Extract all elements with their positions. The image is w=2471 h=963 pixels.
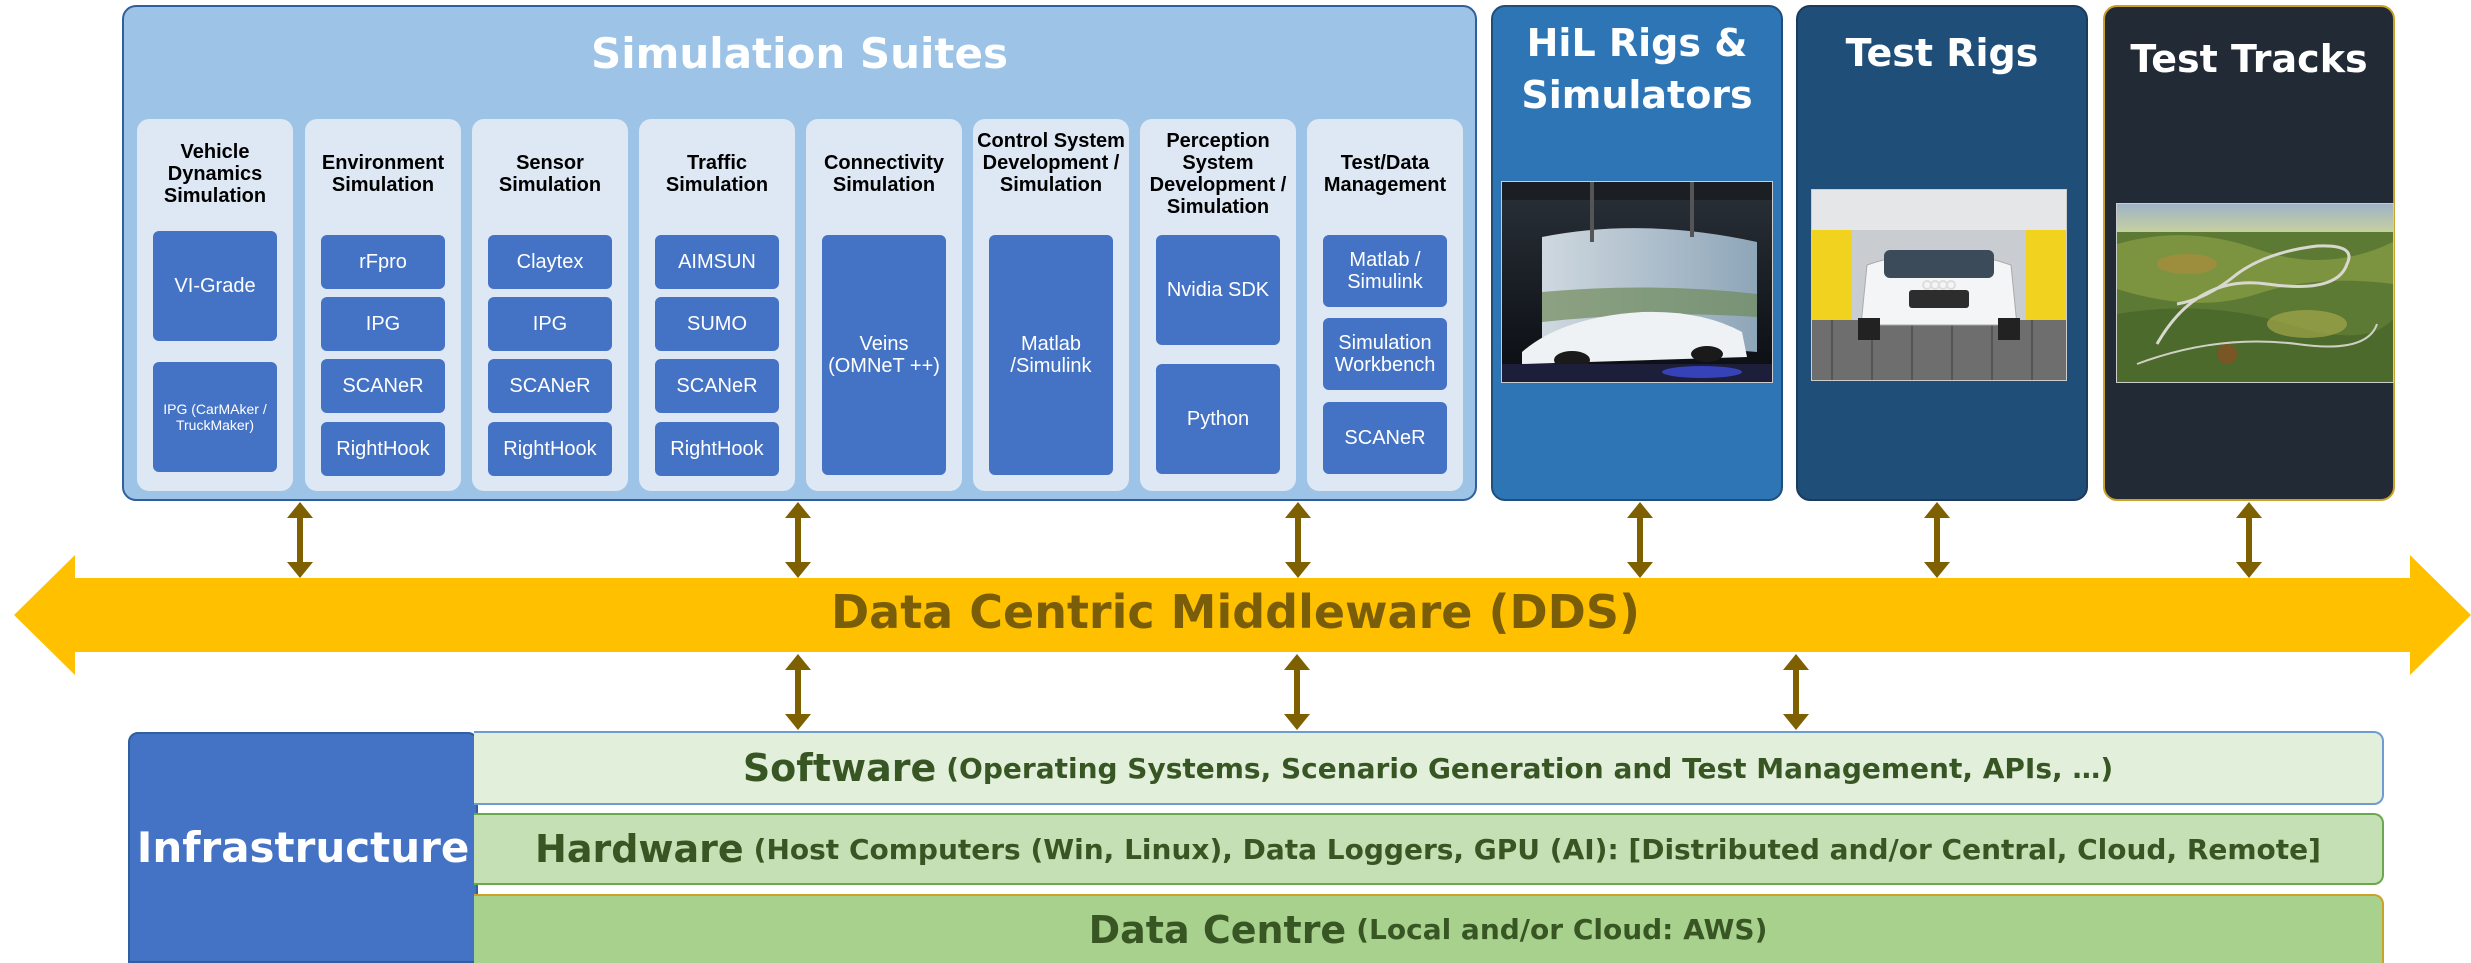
category-traffic: Traffic Simulation AIMSUN SUMO SCANeR Ri… [639,119,795,491]
software-layer: Software (Operating Systems, Scenario Ge… [474,731,2384,805]
category-title: Connectivity Simulation [823,152,945,196]
category-vehicle-dynamics: Vehicle Dynamics Simulation VI-Grade IPG… [137,119,293,491]
infrastructure-box: Infrastructure [128,732,478,963]
data-centre-layer-name: Data Centre [1088,907,1347,952]
category-title: Vehicle Dynamics Simulation [163,141,267,207]
tool-box: RightHook [488,422,612,476]
data-centre-layer-detail: (Local and/or Cloud: AWS) [1356,913,1768,946]
hardware-layer-detail: (Host Computers (Win, Linux), Data Logge… [753,832,2321,866]
tool-box: AIMSUN [655,235,779,289]
hil-simulator-photo [1501,181,1773,383]
tool-box: Nvidia SDK [1156,235,1280,345]
category-title: Sensor Simulation [498,152,602,196]
hil-rigs-panel: HiL Rigs & Simulators [1491,5,1783,501]
tool-box: Matlab / Simulink [1323,235,1447,307]
category-title: Traffic Simulation [665,152,769,196]
category-title: Control System Development / Simulation [977,130,1125,196]
connector-arrows-top [0,500,2471,580]
category-perception-system: Perception System Development / Simulati… [1140,119,1296,491]
tool-box: IPG [321,297,445,351]
tool-box: Claytex [488,235,612,289]
simulation-suites-panel: Simulation Suites Vehicle Dynamics Simul… [122,5,1477,501]
software-layer-detail: (Operating Systems, Scenario Generation … [946,751,2114,785]
hil-rigs-title: HiL Rigs & Simulators [1521,21,1753,117]
data-centre-layer: Data Centre (Local and/or Cloud: AWS) [474,894,2384,963]
hardware-layer-name: Hardware [535,827,744,871]
category-title: Environment Simulation [321,152,445,196]
tool-box: SCANeR [655,359,779,413]
category-environment: Environment Simulation rFpro IPG SCANeR … [305,119,461,491]
test-tracks-panel: Test Tracks [2103,5,2395,501]
category-sensor: Sensor Simulation Claytex IPG SCANeR Rig… [472,119,628,491]
tool-box: SCANeR [1323,402,1447,474]
tool-box: RightHook [321,422,445,476]
category-control-system: Control System Development / Simulation … [973,119,1129,491]
connector-arrows-bottom [0,652,2471,732]
tool-box: RightHook [655,422,779,476]
tool-box: Matlab /Simulink [989,235,1113,475]
tool-box: SCANeR [488,359,612,413]
test-track-photo [2116,203,2394,383]
test-rigs-panel: Test Rigs [1796,5,2088,501]
category-title: Perception System Development / Simulati… [1149,130,1287,218]
tool-box: Veins (OMNeT ++) [822,235,946,475]
category-test-data-management: Test/Data Management Matlab / Simulink S… [1307,119,1463,491]
test-rig-photo [1811,189,2067,381]
test-tracks-title: Test Tracks [2130,37,2368,81]
tool-box: rFpro [321,235,445,289]
software-layer-name: Software [742,746,937,790]
tool-box: IPG (CarMAker / TruckMaker) [153,362,277,472]
test-rigs-title: Test Rigs [1845,31,2039,75]
tool-box: Simulation Workbench [1323,318,1447,390]
tool-box: Python [1156,364,1280,474]
category-title: Test/Data Management [1323,152,1447,196]
tool-box: SCANeR [321,359,445,413]
tool-box: IPG [488,297,612,351]
category-connectivity: Connectivity Simulation Veins (OMNeT ++) [806,119,962,491]
tool-box: VI-Grade [153,231,277,341]
simulation-suites-title: Simulation Suites [590,29,1008,78]
middleware-label: Data Centric Middleware (DDS) [830,585,1641,639]
tool-box: SUMO [655,297,779,351]
middleware-band [14,555,2471,675]
hardware-layer: Hardware (Host Computers (Win, Linux), D… [474,813,2384,885]
